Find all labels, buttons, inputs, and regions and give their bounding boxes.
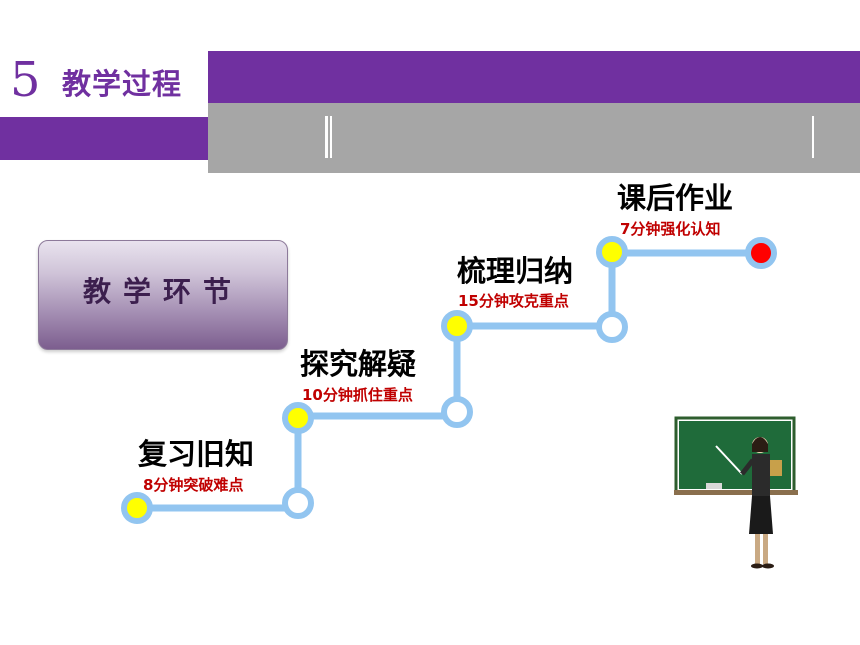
teacher-skirt <box>749 496 773 534</box>
step-node <box>596 236 628 268</box>
teacher-shoe <box>751 563 763 569</box>
step-title: 课后作业 <box>617 181 734 215</box>
step-duration: 7分钟强化认知 <box>620 220 721 238</box>
step-title: 探究解疑 <box>300 347 417 381</box>
step-title: 复习旧知 <box>138 437 255 471</box>
step-node <box>121 492 153 524</box>
path-node <box>441 396 473 428</box>
stage-box <box>38 240 288 350</box>
section-number: 5 <box>10 52 41 108</box>
divider-line <box>330 116 332 158</box>
path-node <box>596 311 628 343</box>
board-ledge <box>674 490 798 495</box>
teacher-hair <box>752 437 768 452</box>
book <box>770 460 782 476</box>
step-title: 梳理归纳 <box>457 254 574 288</box>
eraser <box>706 483 722 489</box>
step-duration: 15分钟攻克重点 <box>458 292 569 310</box>
header-gray-band <box>208 103 860 173</box>
stage-label: 教学环节 <box>82 275 243 308</box>
teacher-jacket <box>752 454 770 496</box>
divider-line <box>325 116 328 158</box>
teacher-illustration <box>674 416 798 569</box>
end-node <box>745 237 777 269</box>
teacher-leg <box>763 534 768 564</box>
step-duration: 10分钟抓住重点 <box>302 386 413 404</box>
path-node <box>282 487 314 519</box>
pointer-stick <box>715 445 743 475</box>
step-node <box>282 402 314 434</box>
step-node <box>441 310 473 342</box>
teacher-shoe <box>762 563 774 569</box>
section-title: 教学过程 <box>62 67 183 101</box>
teacher-leg <box>755 534 760 564</box>
header-purple-band <box>208 51 860 103</box>
step-duration: 8分钟突破难点 <box>143 476 244 494</box>
teacher-arm <box>740 458 755 476</box>
blackboard <box>679 421 791 489</box>
header-left-band <box>0 117 208 160</box>
divider-line <box>812 116 814 158</box>
